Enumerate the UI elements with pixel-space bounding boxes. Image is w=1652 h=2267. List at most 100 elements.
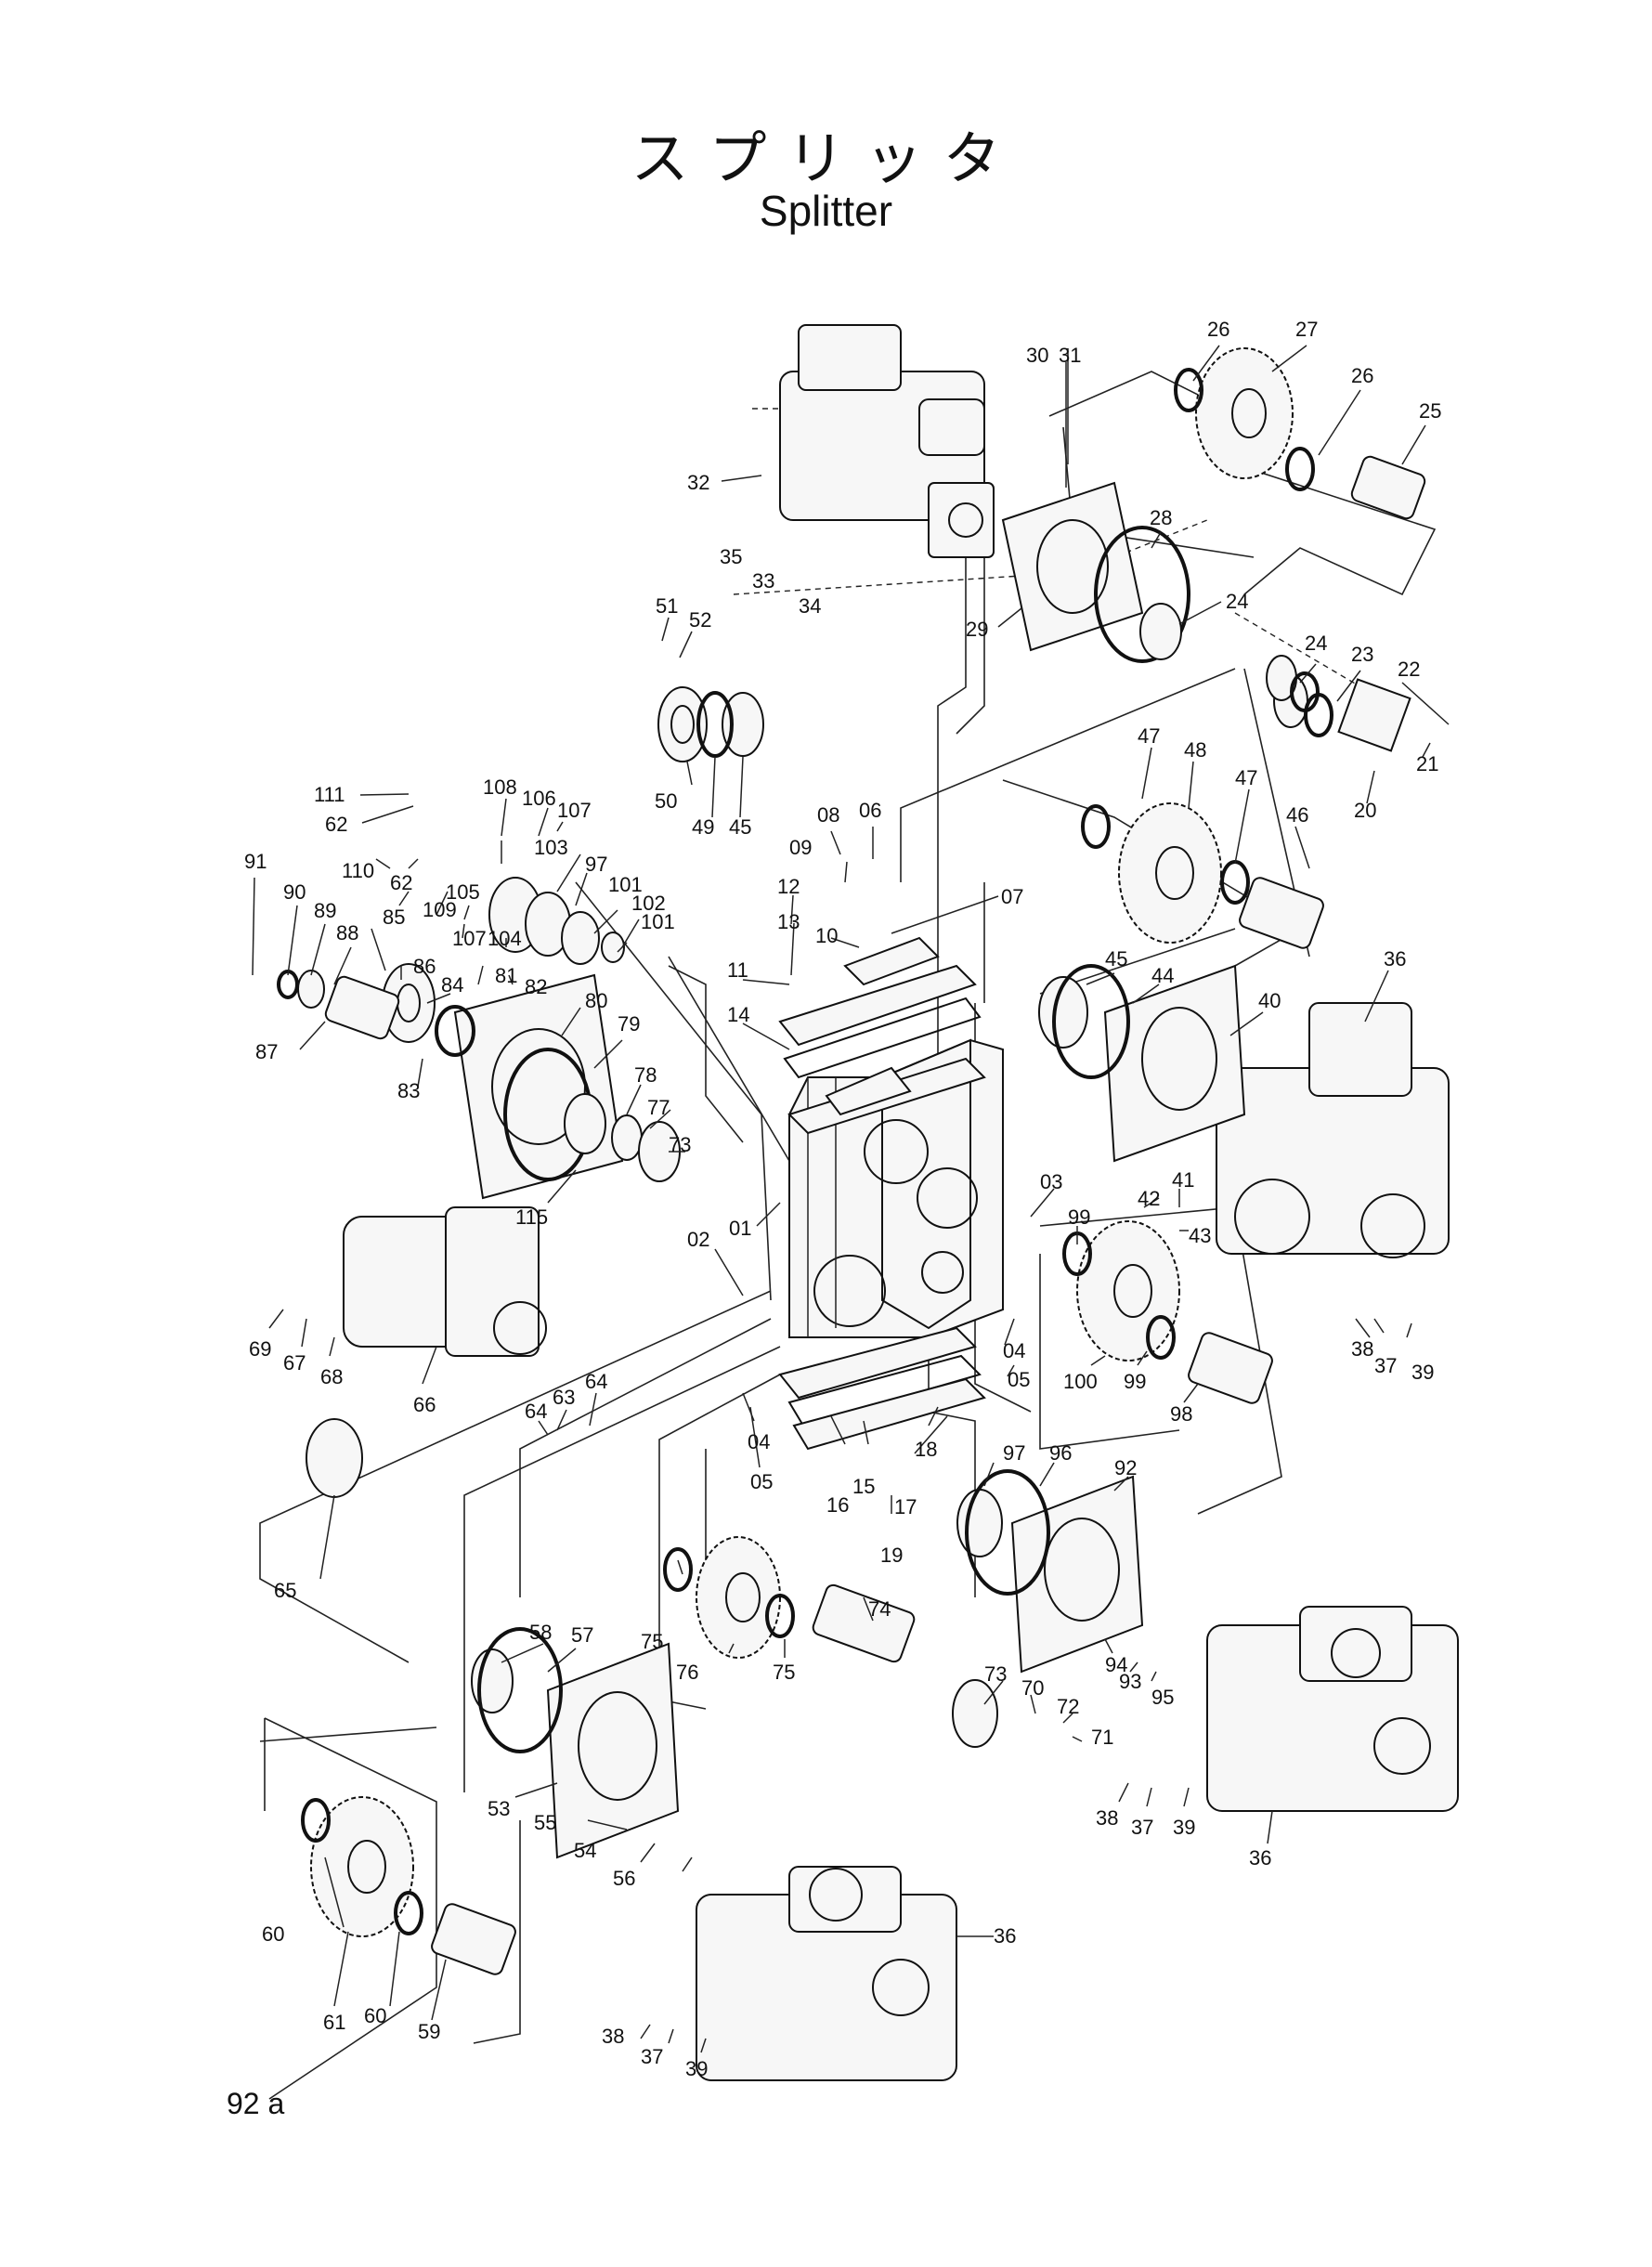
callout-39: 39: [1411, 1361, 1434, 1384]
callout-69: 69: [249, 1337, 271, 1361]
callout-98: 98: [1170, 1402, 1192, 1426]
callout-18: 18: [915, 1438, 937, 1461]
callout-11: 11: [727, 958, 748, 982]
callout-04: 04: [748, 1430, 770, 1453]
callout-64: 64: [525, 1400, 547, 1423]
callout-65: 65: [274, 1579, 296, 1602]
callout-37: 37: [1374, 1354, 1397, 1377]
callout-78: 78: [634, 1063, 657, 1087]
callout-80: 80: [585, 989, 607, 1012]
callout-19: 19: [880, 1544, 903, 1567]
callout-10: 10: [815, 924, 838, 947]
callout-105: 105: [446, 880, 480, 904]
callout-24: 24: [1305, 632, 1327, 655]
callout-27: 27: [1295, 318, 1318, 341]
motor-36-right: [1216, 1002, 1450, 1258]
motor-32: [779, 324, 995, 558]
bottom-gaskets: [778, 1326, 986, 1451]
callout-20: 20: [1354, 799, 1376, 822]
callout-87: 87: [255, 1040, 278, 1063]
callout-61: 61: [323, 2011, 345, 2034]
callout-95: 95: [1151, 1686, 1174, 1709]
callout-81: 81: [495, 964, 517, 987]
callout-106: 106: [522, 787, 556, 810]
callout-45: 45: [729, 815, 751, 839]
callout-54: 54: [574, 1839, 596, 1862]
callout-62: 62: [390, 871, 412, 894]
callout-75: 75: [773, 1661, 795, 1684]
callout-45: 45: [1105, 947, 1127, 971]
callout-03: 03: [1040, 1170, 1062, 1193]
callout-06: 06: [859, 799, 881, 822]
callout-92: 92: [1114, 1456, 1137, 1479]
callout-16: 16: [826, 1493, 849, 1517]
frame-lines: [259, 371, 1437, 2100]
flange-84: [382, 963, 436, 1043]
callout-32: 32: [687, 471, 709, 494]
flange-92: [1010, 1475, 1144, 1674]
callout-48: 48: [1184, 738, 1206, 762]
callout-75: 75: [641, 1630, 663, 1653]
callout-108: 108: [483, 775, 517, 799]
callout-41: 41: [1172, 1168, 1194, 1192]
callout-35: 35: [720, 545, 742, 568]
callout-26: 26: [1207, 318, 1229, 341]
callout-57: 57: [571, 1623, 593, 1647]
callout-13: 13: [777, 910, 800, 933]
callout-08: 08: [817, 803, 839, 827]
flange-53: [546, 1642, 680, 1859]
callout-04: 04: [1003, 1339, 1025, 1362]
callout-59: 59: [418, 2020, 440, 2043]
rings-and-bearings: [277, 368, 1411, 1935]
callout-67: 67: [283, 1351, 306, 1375]
callout-107: 107: [452, 927, 487, 950]
callout-90: 90: [283, 880, 306, 904]
callout-38: 38: [602, 2025, 624, 2048]
callout-99: 99: [1068, 1205, 1090, 1229]
callout-60: 60: [262, 1922, 284, 1946]
callout-49: 49: [692, 815, 714, 839]
callout-58: 58: [529, 1621, 552, 1644]
callout-84: 84: [441, 973, 463, 997]
callout-93: 93: [1119, 1670, 1141, 1693]
leader-lines: [252, 345, 1450, 2053]
callout-37: 37: [1131, 1816, 1153, 1839]
callout-63: 63: [553, 1386, 575, 1409]
gear-pump-66: [343, 1206, 547, 1357]
callout-14: 14: [727, 1003, 749, 1026]
callout-39: 39: [1173, 1816, 1195, 1839]
callout-29: 29: [966, 618, 988, 641]
callout-85: 85: [383, 905, 405, 929]
callout-72: 72: [1057, 1695, 1079, 1718]
callout-33: 33: [752, 569, 774, 593]
callout-104: 104: [488, 927, 522, 950]
callout-68: 68: [320, 1365, 343, 1388]
callout-55: 55: [534, 1811, 556, 1834]
callout-97: 97: [585, 853, 607, 876]
callout-111: 111: [314, 783, 345, 806]
flange-50: [657, 686, 708, 762]
callout-36: 36: [1249, 1846, 1271, 1870]
callout-82: 82: [525, 975, 547, 998]
gears: [310, 347, 1294, 1937]
callout-103: 103: [534, 836, 568, 859]
callout-77: 77: [647, 1096, 670, 1119]
callout-110: 110: [342, 859, 374, 882]
callout-42: 42: [1138, 1187, 1160, 1210]
callout-101: 101: [641, 910, 675, 933]
callout-62: 62: [325, 813, 347, 836]
callout-73: 73: [669, 1133, 691, 1156]
flange-29: [1001, 481, 1144, 652]
callout-26: 26: [1351, 364, 1373, 387]
motor-36-lower-right: [1206, 1606, 1459, 1812]
callout-31: 31: [1059, 344, 1081, 367]
callout-21: 21: [1416, 752, 1438, 775]
callout-101: 101: [608, 873, 643, 896]
callout-89: 89: [314, 899, 336, 922]
callout-40: 40: [1258, 989, 1281, 1012]
callout-102: 102: [631, 892, 666, 915]
callout-47: 47: [1235, 766, 1257, 789]
callout-05: 05: [1008, 1368, 1030, 1391]
callout-86: 86: [413, 955, 436, 978]
